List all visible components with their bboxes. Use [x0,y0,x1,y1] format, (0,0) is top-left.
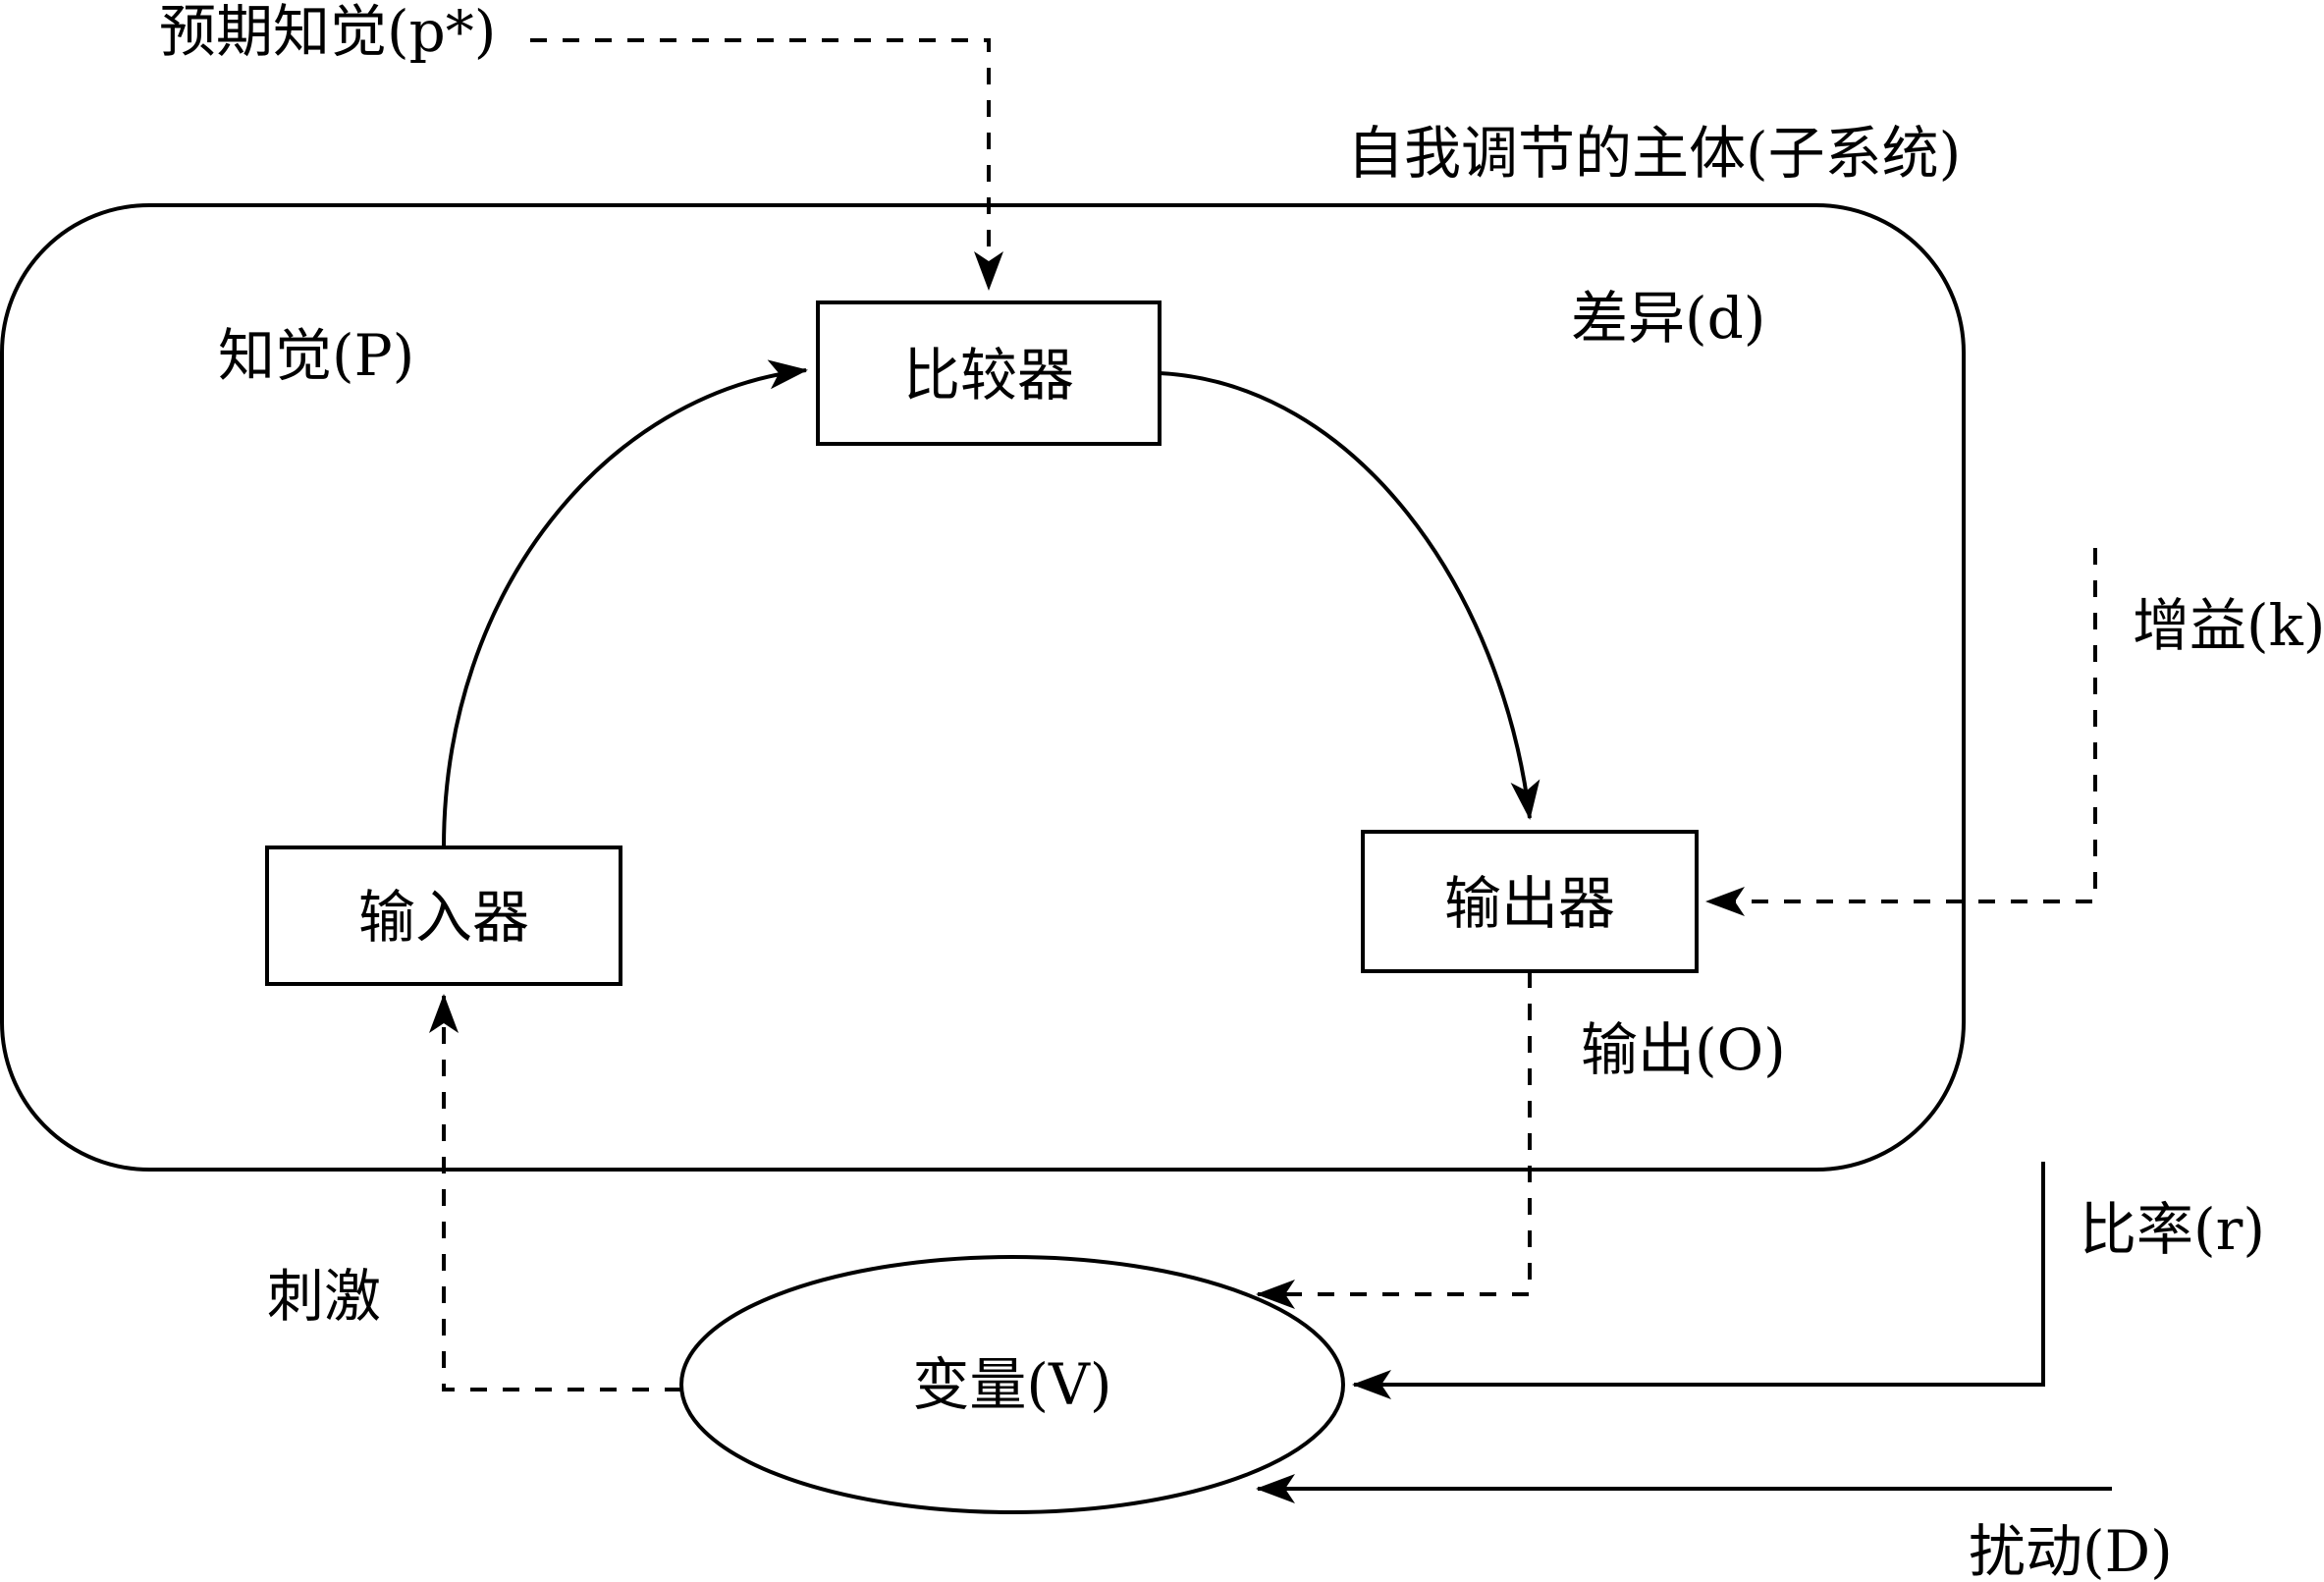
input-label: 输入器 [358,884,529,951]
expected-perception-label: 预期知觉(p*) [159,0,496,65]
comparator-node[interactable]: 比较器 [816,300,1162,446]
edge-output-to-variable [1256,971,1532,1309]
edge-rate-to-variable [1352,1162,2045,1399]
disturbance-label: 扰动(D) [1969,1518,2173,1582]
edge-gain-to-output [1705,548,2097,916]
rate-label: 比率(r) [2080,1196,2265,1263]
edge-variable-to-input [429,994,681,1391]
subsystem-title: 自我调节的主体(子系统) [1347,120,1961,187]
difference-label: 差异(d) [1571,285,1765,352]
input-node[interactable]: 输入器 [265,846,622,986]
gain-label: 增益(k) [2133,592,2324,659]
comparator-label: 比较器 [903,342,1074,409]
perception-label: 知觉(P) [218,322,414,389]
output-label: 输出器 [1444,870,1615,937]
edge-comparator-to-output [1159,371,1540,820]
edge-input-to-comparator [442,359,808,848]
edge-expected-to-comparator [530,38,1003,291]
output-node[interactable]: 输出器 [1361,830,1699,973]
variable-node[interactable]: 变量(V) [679,1255,1345,1514]
subsystem-boundary [0,203,1966,1172]
stimulus-label: 刺激 [267,1263,381,1330]
variable-label: 变量(V) [912,1351,1111,1418]
output-signal-label: 输出(O) [1581,1016,1786,1083]
